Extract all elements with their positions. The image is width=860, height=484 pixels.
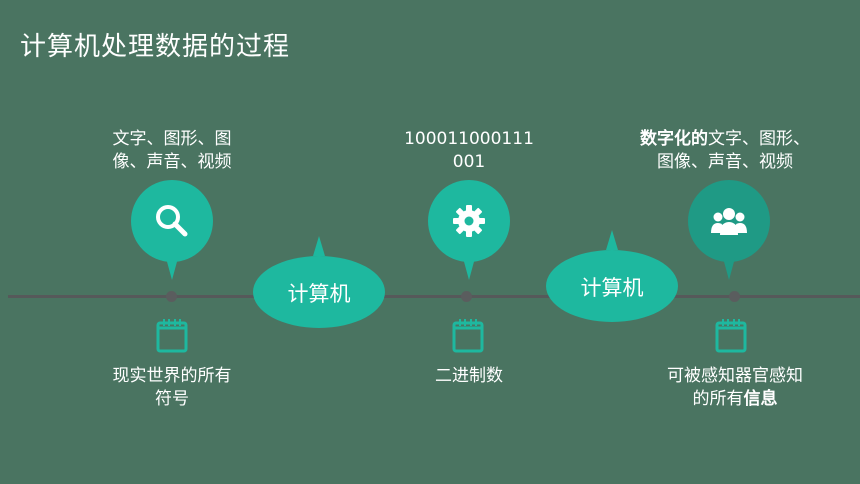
stage-1-top-line-1: 文字、图形、图 bbox=[112, 129, 232, 149]
calendar-icon bbox=[452, 319, 484, 353]
stage-2-top-line-2: 001 bbox=[452, 152, 486, 172]
stage-1-top-line-2: 像、声音、视频 bbox=[112, 152, 232, 172]
stage-3-bottom-prefix: 的所有 bbox=[692, 389, 744, 409]
stage-2-pin-tail bbox=[463, 258, 475, 280]
stage-3-top-line-2: 图像、声音、视频 bbox=[657, 152, 793, 172]
stage-1-bottom-caption: 现实世界的所有 符号 bbox=[87, 365, 257, 411]
stage-3-top-bold: 数字化的 bbox=[640, 129, 708, 149]
stage-1-pin bbox=[131, 180, 213, 262]
stage-3-bottom-line-1: 可被感知器官感知 bbox=[667, 366, 803, 386]
stage-3-bottom-bold: 信息 bbox=[743, 389, 778, 409]
stage-2-top-line-1: 100011000111 bbox=[404, 129, 534, 149]
processor-2-bubble: 计算机 bbox=[546, 250, 678, 322]
stage-3-pin-tail bbox=[723, 258, 735, 280]
gear-icon bbox=[453, 205, 485, 237]
calendar-icon bbox=[715, 319, 747, 353]
stage-1-bottom-line-1: 现实世界的所有 bbox=[112, 366, 232, 386]
stage-3-bottom-caption: 可被感知器官感知 的所有信息 bbox=[650, 365, 820, 411]
stage-3-bottom-line-2: 的所有信息 bbox=[650, 388, 820, 411]
stage-2-bottom-caption: 二进制数 bbox=[384, 365, 554, 388]
stage-1-bottom-line-2: 符号 bbox=[155, 389, 189, 409]
processor-2-label: 计算机 bbox=[580, 276, 644, 300]
stage-3-pin bbox=[688, 180, 770, 262]
stage-3-top-line-1: 数字化的文字、图形、 bbox=[625, 128, 825, 151]
stage-2-dot bbox=[461, 291, 472, 302]
processor-1-bubble: 计算机 bbox=[253, 256, 385, 328]
page-title: 计算机处理数据的过程 bbox=[20, 32, 291, 62]
processor-2-bubble-tip bbox=[606, 230, 618, 250]
stage-3-top-rest: 文字、图形、 bbox=[708, 129, 810, 149]
stage-1-dot bbox=[166, 291, 177, 302]
stage-3-dot bbox=[729, 291, 740, 302]
stage-3-top-caption: 数字化的文字、图形、 图像、声音、视频 bbox=[625, 128, 825, 174]
search-icon bbox=[156, 205, 188, 237]
stage-1-top-caption: 文字、图形、图 像、声音、视频 bbox=[87, 128, 257, 174]
calendar-icon bbox=[156, 319, 188, 353]
timeline bbox=[8, 295, 860, 298]
stage-1-pin-tail bbox=[166, 258, 178, 280]
processor-1-bubble-tip bbox=[313, 236, 325, 256]
processor-1-label: 计算机 bbox=[287, 282, 351, 306]
stage-2-bottom-line-1: 二进制数 bbox=[435, 366, 503, 386]
stage-2-top-caption: 100011000111 001 bbox=[384, 128, 554, 174]
users-icon bbox=[711, 208, 747, 235]
stage-2-pin bbox=[428, 180, 510, 262]
